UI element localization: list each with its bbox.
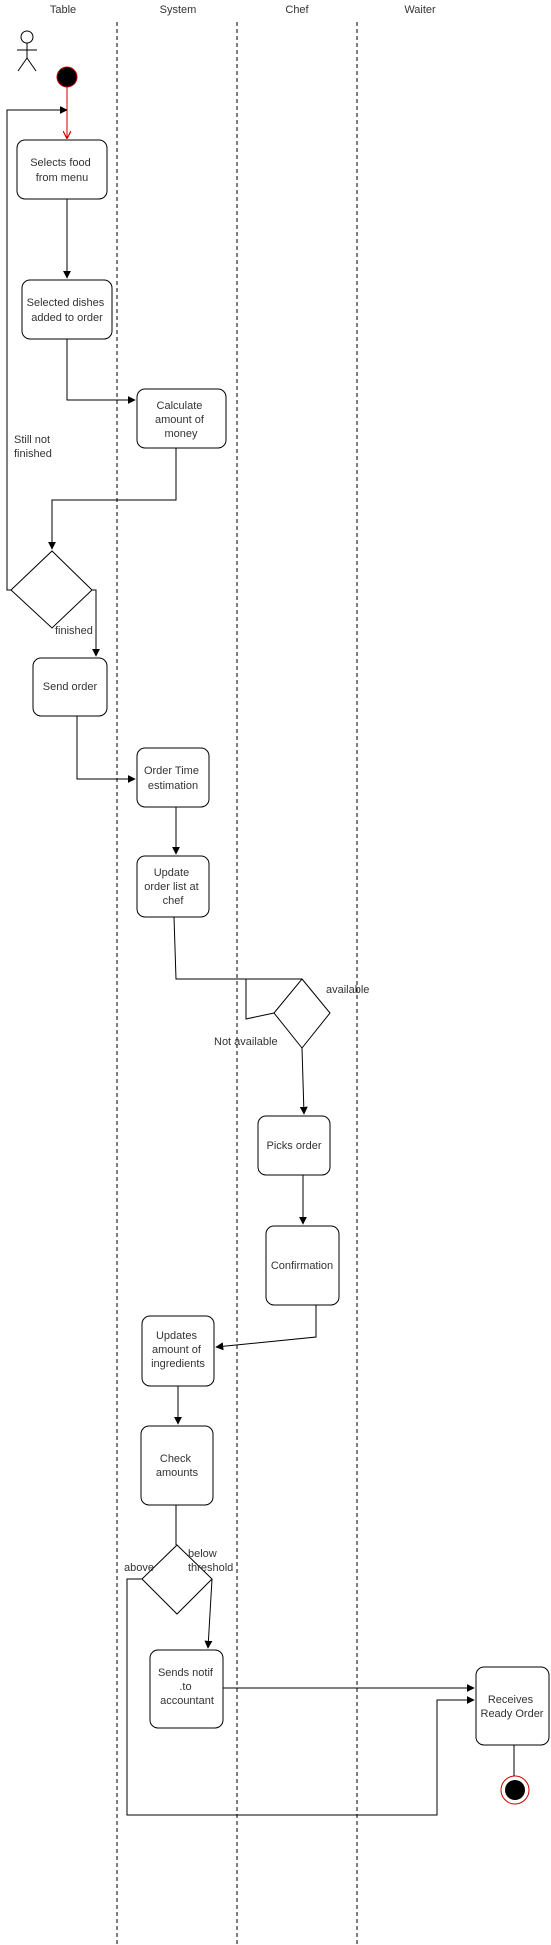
edge-below-to-notif [204, 1578, 213, 1649]
edge-not-available-loop [245, 979, 275, 1020]
guard-above: above [124, 1562, 154, 1574]
edge-update-to-decision [173, 916, 302, 980]
node-order-time [136, 747, 210, 808]
node-sends-notif-label: Sends notif .to accountant [158, 1667, 216, 1707]
lane-title-table: Table [50, 4, 76, 16]
node-picks-order [257, 1115, 331, 1176]
initial-node [56, 66, 78, 88]
edge-loop-still-not-finished [6, 106, 68, 591]
node-calculate-label: Calculate amount of money [155, 400, 207, 440]
lane-title-system: System [160, 4, 197, 16]
lane-title-chef: Chef [285, 4, 309, 16]
edge-send-to-order-time [76, 716, 136, 783]
node-confirmation [265, 1225, 340, 1306]
edge-above-to-receives [126, 1578, 475, 1816]
actor-icon [17, 30, 37, 72]
guard-below-threshold: below threshold [188, 1548, 233, 1574]
node-check-amounts [140, 1425, 214, 1506]
node-order-time-label: Order Time estimation [144, 765, 202, 792]
node-receives-order [475, 1666, 550, 1746]
edge-calculate-to-decision [48, 448, 177, 550]
node-check-amounts-label: Check amounts [156, 1453, 199, 1479]
node-confirmation-label: Confirmation [271, 1260, 333, 1272]
node-picks-order-label: Picks order [266, 1140, 321, 1152]
guard-available: available [326, 984, 369, 996]
lane-title-waiter: Waiter [404, 4, 436, 16]
node-send-order [32, 657, 108, 717]
decision-finished [10, 550, 93, 629]
node-send-order-label: Send order [43, 681, 98, 693]
node-selects-food-label: Selects food from menu [30, 157, 94, 184]
guard-finished: finished [55, 625, 93, 637]
decision-available [273, 978, 331, 1049]
node-update-list-label: Update order list at chef [144, 867, 201, 907]
node-receives-order-label: Receives Ready Order [481, 1694, 544, 1720]
edge-confirmation-to-updates [215, 1305, 317, 1351]
node-sends-notif [149, 1649, 224, 1729]
node-calculate [136, 388, 227, 449]
edge-finished-to-send [92, 589, 100, 657]
node-update-list [136, 855, 210, 918]
node-updates-ingredients-label: Updates amount of ingredients [151, 1330, 205, 1370]
edge-dishes-to-calculate [66, 339, 136, 404]
node-dishes-added-label: Selected dishes added to order [27, 297, 108, 324]
edge-available-to-picks [299, 1047, 308, 1115]
final-node [505, 1780, 525, 1800]
node-dishes-added [21, 279, 113, 340]
guard-still-not-finished: Still not finished [14, 434, 53, 460]
guard-not-available: Not available [214, 1036, 278, 1048]
decision-threshold [141, 1544, 213, 1615]
node-selects-food [16, 139, 108, 200]
